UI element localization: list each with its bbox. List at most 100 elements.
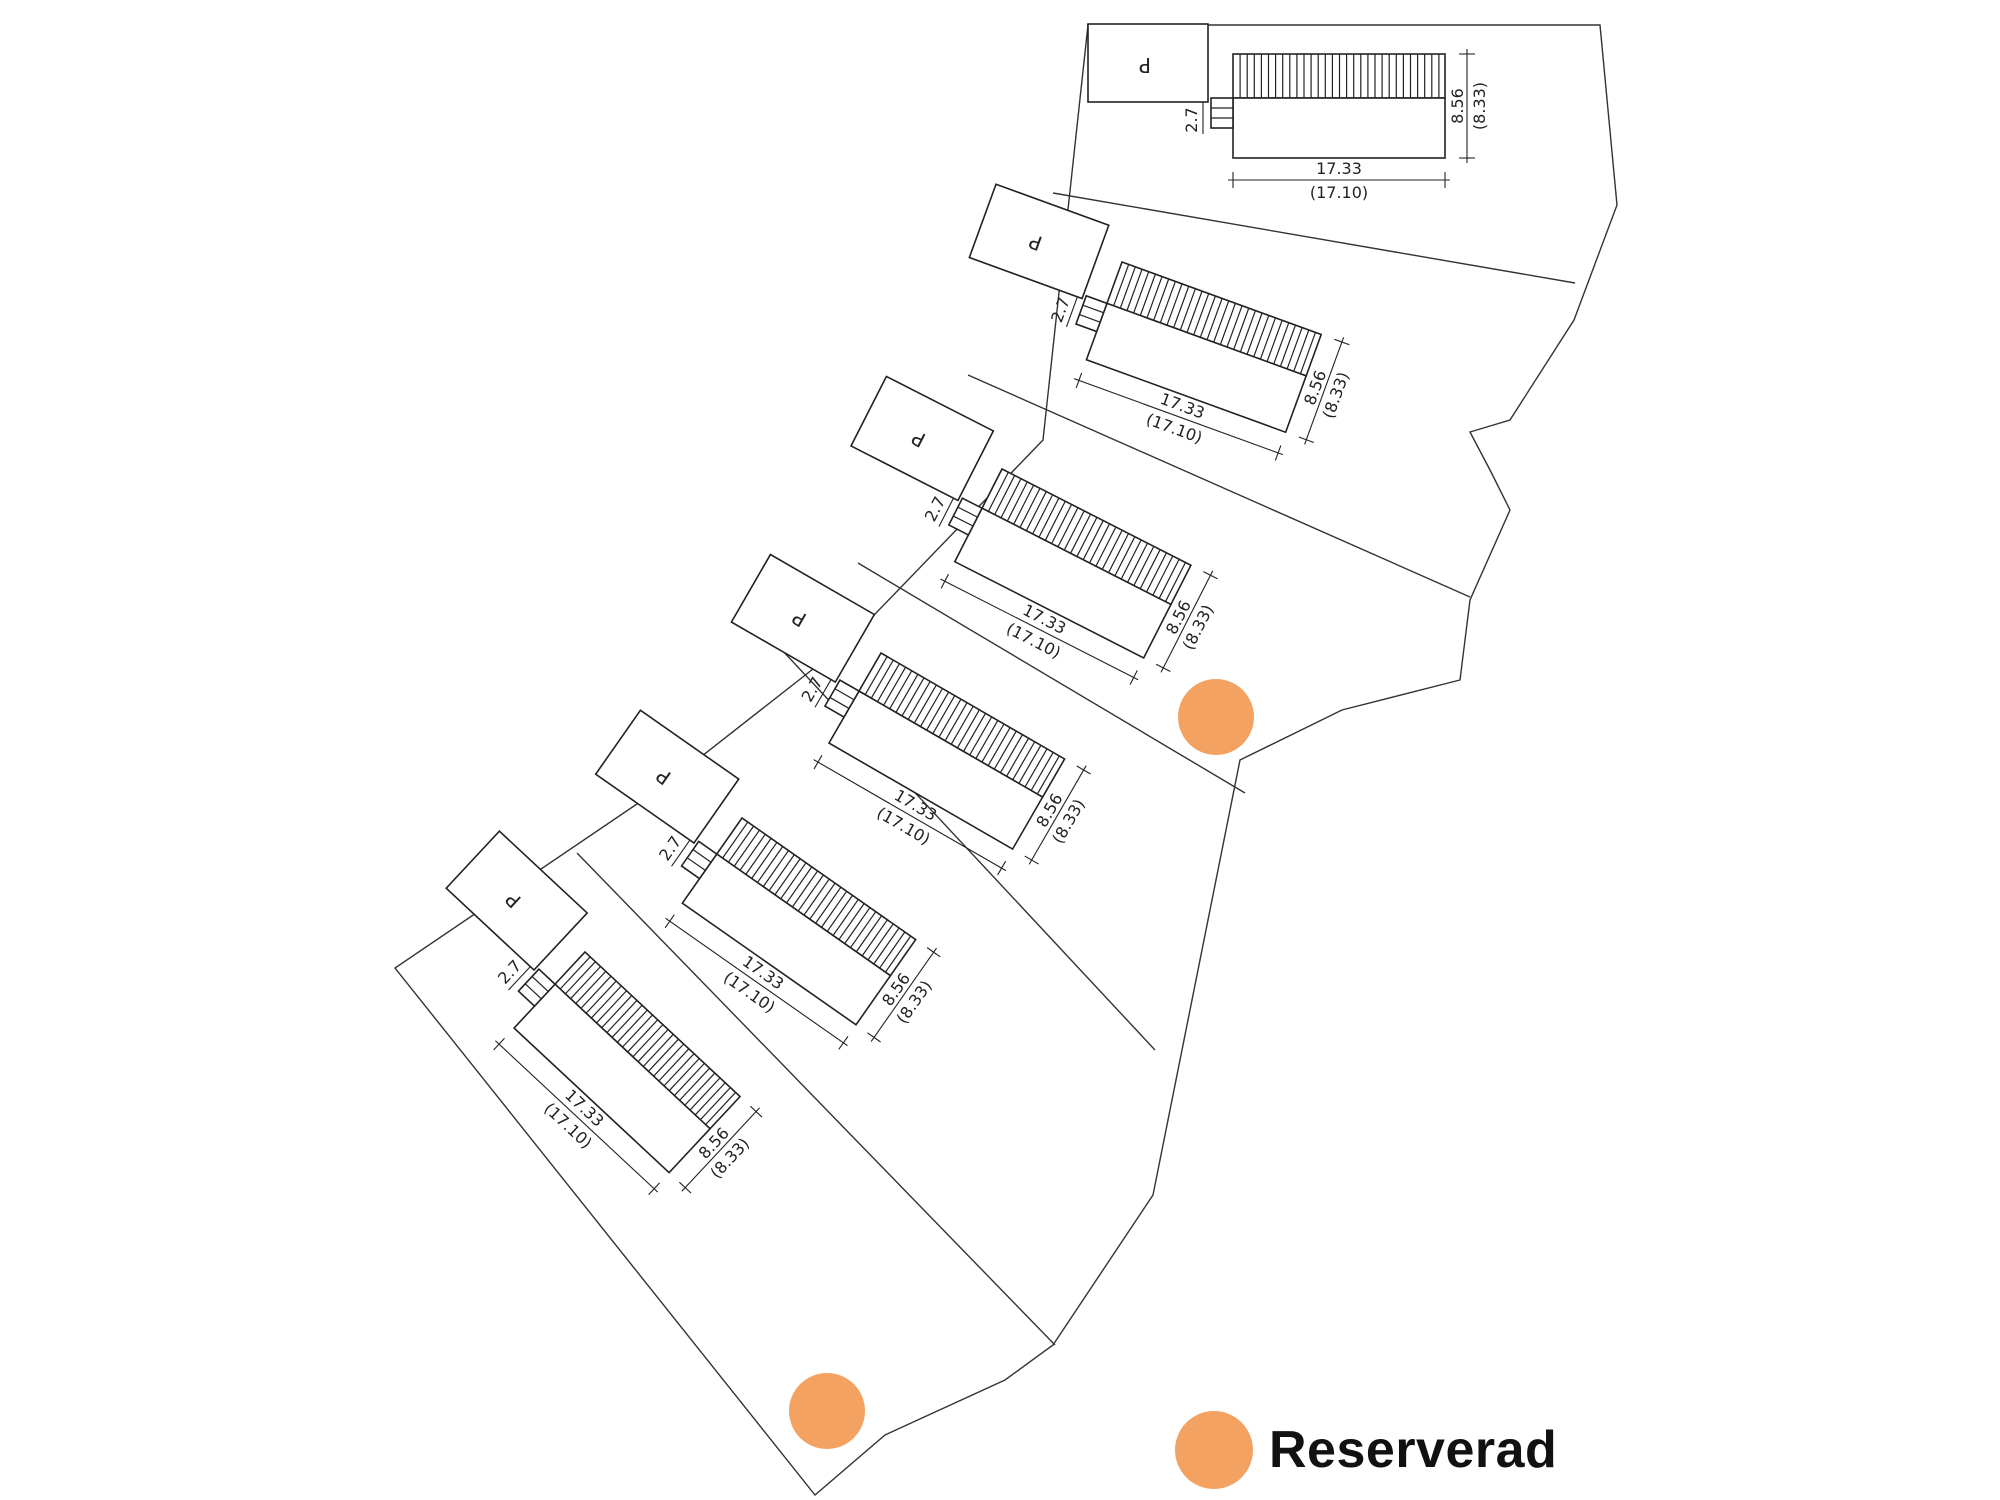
hatch-line <box>590 985 622 1019</box>
depth-dimension-sublabel: (8.33) <box>1470 82 1489 130</box>
hatch-line <box>1293 329 1310 372</box>
hatch-line <box>786 866 813 904</box>
legend: Reserverad <box>1175 1410 1557 1490</box>
hatch-line <box>1119 266 1136 309</box>
hatch-line <box>907 681 931 720</box>
houses-layer: P2.717.33(17.10)8.56(8.33)P2.717.33(17.1… <box>445 23 1489 1195</box>
dimension-tick <box>1076 765 1091 775</box>
entry-dimension-line <box>508 966 531 991</box>
hatch-line <box>838 903 865 940</box>
hatch-line <box>1044 500 1066 541</box>
depth-dimension-label: 8.56 <box>1448 88 1467 124</box>
entry-dimension-line <box>938 497 954 527</box>
hatch-line <box>1076 517 1098 557</box>
lot-divider-1 <box>1052 192 1576 284</box>
lot-divider-5 <box>576 852 1056 1346</box>
hatch-line <box>1166 283 1183 326</box>
hatch-line <box>627 1019 659 1053</box>
hatch-line <box>1159 281 1176 323</box>
dimension-tick <box>493 1037 505 1051</box>
hatch-line <box>1139 273 1156 316</box>
hatch-line <box>668 1058 700 1092</box>
hatch-line <box>1030 752 1054 791</box>
dimension-tick <box>1298 436 1315 444</box>
hatch-line <box>1089 523 1111 564</box>
hatch-line <box>570 966 602 1000</box>
hatch-line <box>803 878 830 916</box>
parking-area <box>445 830 589 972</box>
hatch-line <box>1036 755 1060 795</box>
hatch-line <box>1158 558 1180 599</box>
width-dimension-line <box>665 917 848 1047</box>
hatch-line <box>1038 497 1060 538</box>
hatch-line <box>883 666 907 706</box>
step-line <box>524 983 542 1000</box>
parking-label: P <box>1139 53 1151 77</box>
hatch-line <box>1146 276 1163 319</box>
dimension-tick <box>678 1181 692 1194</box>
dimension-tick <box>1203 571 1218 580</box>
hatch-line <box>901 677 925 717</box>
hatch-line <box>684 1072 716 1106</box>
hatch-line <box>1108 533 1130 573</box>
depth-dimension-line <box>870 947 937 1042</box>
hatch-line <box>1199 295 1216 338</box>
hatch-line <box>879 931 906 969</box>
hatch-line <box>663 1053 695 1087</box>
hatch-line <box>689 1077 721 1111</box>
hatch-line <box>950 705 974 745</box>
parking-area <box>594 709 740 845</box>
parking-area <box>730 553 876 684</box>
hatch-line <box>1120 539 1142 580</box>
entry-dimension-label: 2.7 <box>1182 107 1201 132</box>
hatch-line <box>642 1033 674 1067</box>
hatch-line <box>606 1000 638 1034</box>
reserved-legend-label: Reserverad <box>1269 1421 1558 1479</box>
width-dimension-line <box>1074 378 1284 456</box>
hatch-line <box>745 838 772 875</box>
step-line <box>1082 304 1104 314</box>
hatch-line <box>774 858 801 896</box>
hatch-line <box>1114 536 1136 577</box>
hatch-line <box>1173 286 1190 328</box>
hatch-line <box>1082 520 1104 561</box>
reserved-legend-dot <box>1175 1411 1253 1489</box>
hatch-line <box>699 1087 731 1121</box>
hatch-line <box>1133 271 1150 314</box>
hatch-line <box>1019 488 1041 528</box>
entry-steps <box>680 840 718 880</box>
dimension-tick <box>1129 670 1138 685</box>
hatch-line <box>889 670 913 710</box>
depth-dimension-line <box>1160 570 1214 673</box>
house-plot: P2.717.33(17.10)8.56(8.33) <box>730 553 1091 876</box>
depth-dimension-line <box>681 1107 760 1192</box>
house-body <box>1232 97 1446 159</box>
hatch-line <box>1133 546 1155 586</box>
hatch-line <box>780 862 807 900</box>
house-plot: P2.717.33(17.10)8.56(8.33) <box>849 375 1218 685</box>
hatch-line <box>864 656 888 695</box>
hatch-line <box>1032 494 1054 535</box>
width-dimension-line <box>495 1040 659 1193</box>
hatch-line <box>694 1082 726 1116</box>
hatch-line <box>1164 562 1186 602</box>
hatch-line <box>601 995 633 1029</box>
hatch-line <box>1233 307 1250 350</box>
hatch-line <box>855 915 883 953</box>
dimension-tick <box>940 573 949 589</box>
hatch-line <box>679 1067 711 1101</box>
hatch-line <box>1152 555 1174 596</box>
hatch-line <box>944 702 968 742</box>
hatch-line <box>938 698 962 738</box>
hatch-line <box>1024 748 1048 788</box>
hatch-line <box>1286 327 1303 370</box>
hatch-line <box>751 842 778 879</box>
hatch-line <box>1273 322 1290 365</box>
hatch-line <box>876 663 900 703</box>
hatch-line <box>1226 305 1243 348</box>
parking-area <box>849 375 995 502</box>
hatch-line <box>580 975 612 1009</box>
hatch-line <box>1213 300 1230 343</box>
hatch-line <box>673 1062 705 1096</box>
